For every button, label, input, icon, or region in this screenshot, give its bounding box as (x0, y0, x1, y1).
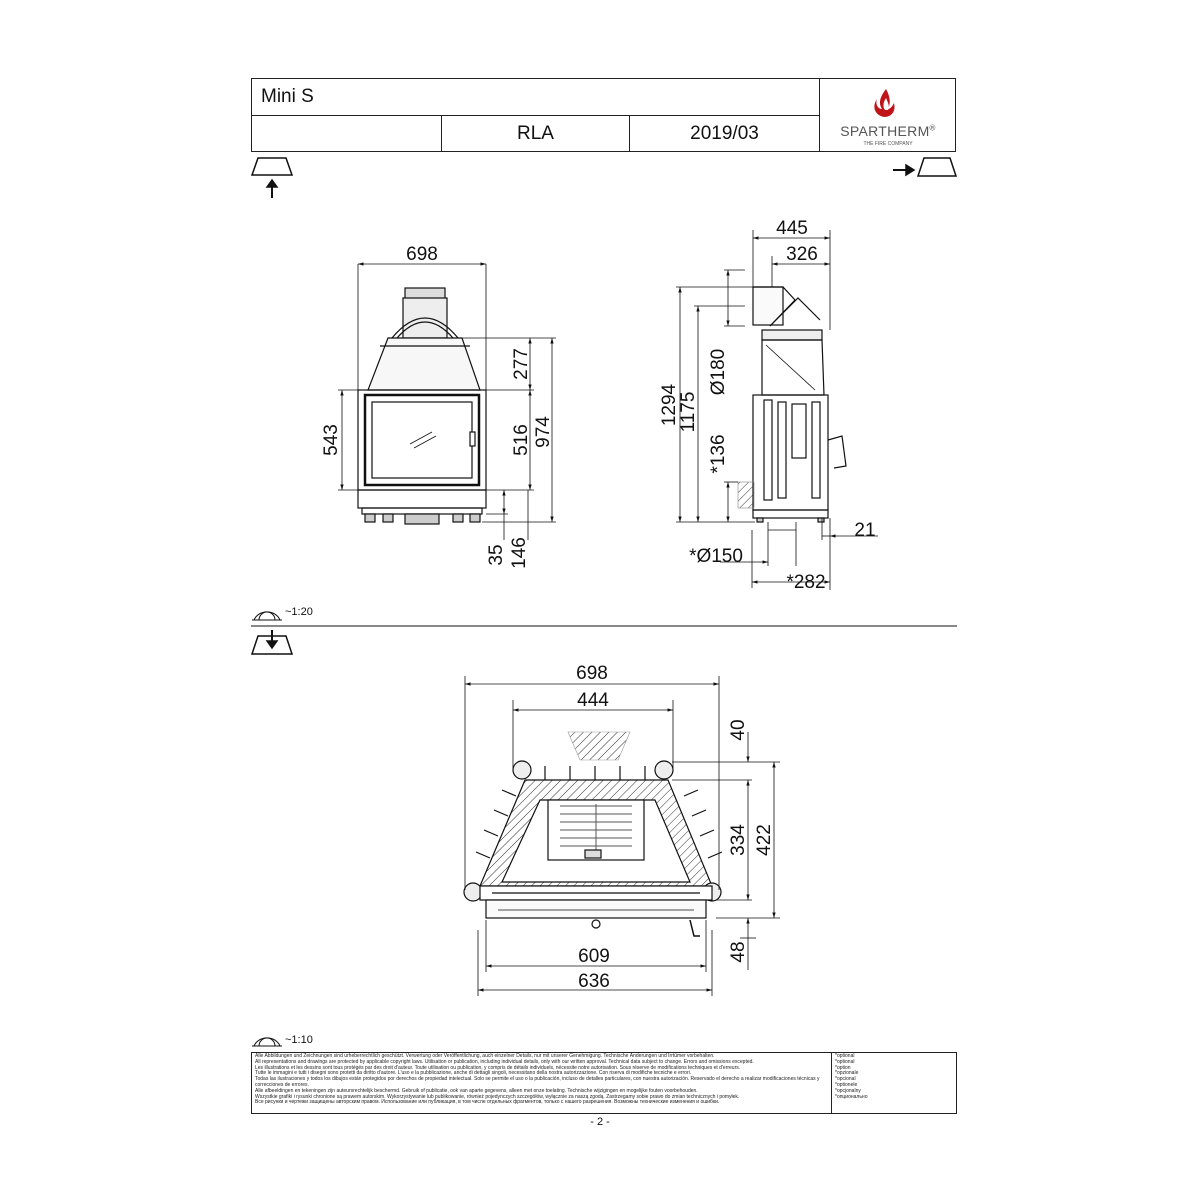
dim-top-444: 444 (577, 690, 609, 711)
side-view (737, 286, 847, 523)
top-dimension-lines (464, 676, 780, 996)
side-view-icon (893, 157, 958, 177)
dim-top-40: 40 (728, 719, 749, 740)
page-number: - 2 - (590, 1116, 610, 1128)
front-view-icon (250, 157, 294, 198)
empty-cell (252, 116, 442, 152)
title-block: Mini S RLA 2019/03 SPARTHERM® THE FIRE C… (251, 78, 956, 152)
optional-ru: *опционально (835, 1093, 868, 1100)
dim-top-609: 609 (578, 946, 610, 967)
revision-date: 2019/03 (690, 123, 759, 144)
dim-side-136: *136 (708, 434, 729, 473)
dim-side-d180: Ø180 (708, 349, 729, 395)
optional-nl: *optionele (835, 1081, 858, 1088)
optional-en: *optional (835, 1058, 855, 1065)
dim-front-974: 974 (533, 416, 554, 448)
top-view-icon (250, 630, 294, 655)
disclaimer-nl: Alle afbeeldingen en tekeningen zijn aut… (255, 1087, 698, 1094)
scale-label-lower: ~1:10 (285, 1034, 313, 1046)
optional-fr: *option (835, 1064, 851, 1071)
dim-side-445: 445 (776, 218, 808, 239)
scale-label-upper: ~1:20 (285, 606, 313, 618)
variant-code: RLA (517, 123, 554, 144)
scale-icon-lower (252, 1037, 282, 1047)
dim-front-277: 277 (511, 348, 532, 380)
disclaimer-it: Tutte le immagini e tutti i disegni sono… (255, 1070, 692, 1077)
dim-top-334: 334 (728, 824, 749, 856)
disclaimer-es: Todas las ilustraciones y todos los dibu… (255, 1076, 820, 1088)
disclaimer-ru: Все рисунки и чертежи защищены авторским… (255, 1099, 720, 1106)
dim-front-543: 543 (321, 424, 342, 456)
date-cell: 2019/03 (630, 116, 820, 152)
optional-de: *optional (835, 1053, 855, 1059)
dim-top-422: 422 (754, 824, 775, 856)
dim-side-326: 326 (786, 244, 818, 265)
dim-side-d150: *Ø150 (689, 546, 743, 567)
disclaimer-fr: Les illustrations et les dessins sont to… (255, 1064, 741, 1071)
dim-side-21: 21 (854, 520, 875, 541)
model-name-cell: Mini S (252, 79, 820, 116)
brand-tagline: THE FIRE COMPANY (863, 141, 913, 147)
registered-mark: ® (929, 123, 936, 133)
dim-side-1294: 1294 (659, 383, 680, 426)
disclaimer-pl: Wszystkie grafiki i rysunki chronione są… (255, 1093, 740, 1100)
dim-front-146: 146 (509, 537, 530, 569)
dim-front-width: 698 (406, 244, 438, 265)
disclaimer-de: Alle Abbildungen und Zeichnungen sind ur… (255, 1053, 715, 1059)
disclaimer-text: Alle Abbildungen und Zeichnungen sind ur… (255, 1053, 825, 1106)
dim-top-698: 698 (576, 663, 608, 684)
brand-logo: SPARTHERM® THE FIRE COMPANY (820, 79, 956, 151)
optional-es: *opcional (835, 1076, 856, 1083)
front-dimension-lines (338, 262, 556, 540)
disclaimer-en: All representations and drawings are pro… (255, 1058, 754, 1065)
dim-side-282: *282 (786, 572, 825, 593)
model-name: Mini S (261, 86, 314, 107)
front-view (357, 287, 487, 525)
dim-front-35: 35 (486, 544, 507, 565)
dim-front-516: 516 (511, 424, 532, 456)
top-view (463, 731, 723, 937)
flame-icon (874, 89, 895, 117)
scale-icon (252, 611, 282, 621)
optional-pl: *opcjonalny (835, 1087, 861, 1094)
variant-cell: RLA (442, 116, 630, 152)
dim-top-48: 48 (728, 941, 749, 962)
disclaimer-box: Alle Abbildungen und Zeichnungen sind ur… (251, 1052, 957, 1114)
brand-name: SPARTHERM (840, 123, 930, 139)
dim-side-1175: 1175 (678, 392, 699, 433)
optional-it: *opzionale (835, 1070, 859, 1077)
dim-top-636: 636 (578, 971, 610, 992)
side-dimension-lines (676, 230, 878, 590)
optional-legend: *optional *optional *option *opzionale *… (831, 1053, 957, 1113)
